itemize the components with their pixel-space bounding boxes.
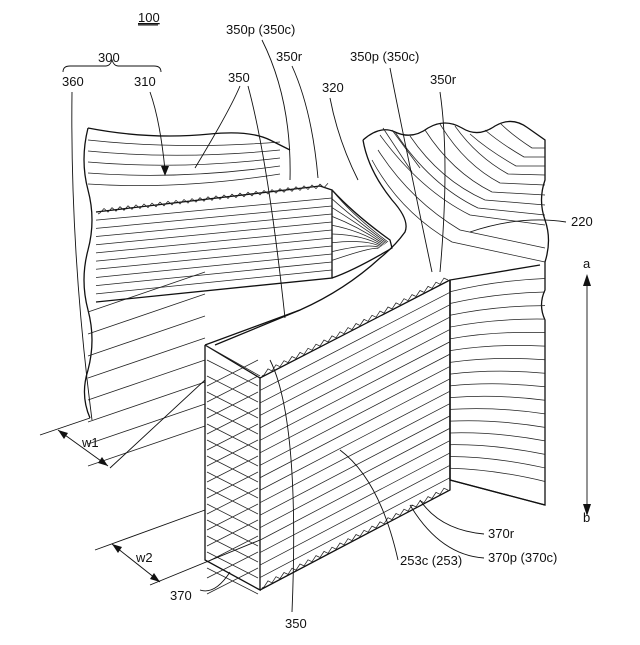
layer-line	[260, 342, 450, 441]
layer-line	[450, 409, 545, 414]
layer-line	[450, 332, 545, 338]
layer-line	[260, 441, 450, 541]
layer-line	[260, 366, 450, 465]
ref-w1: w1	[81, 435, 99, 450]
ref-350r-right: 350r	[430, 72, 457, 87]
layer-line	[450, 306, 545, 316]
ref-350-bottom: 350	[285, 616, 307, 631]
layer-line	[260, 404, 450, 503]
ref-253: 253c (253)	[400, 553, 462, 568]
layer-line	[450, 433, 545, 441]
ref-300: 300	[98, 50, 120, 65]
layer-line	[260, 329, 450, 427]
layer-line	[88, 360, 205, 400]
layer-line	[332, 208, 386, 244]
layer-line	[332, 199, 387, 243]
ref-350-top: 350	[228, 70, 250, 85]
layer-line	[260, 305, 450, 403]
layer-line	[88, 174, 280, 186]
layer-line	[450, 371, 545, 374]
layer-line	[450, 345, 545, 350]
dir-a: a	[583, 256, 591, 271]
layer-line	[450, 445, 545, 455]
layer-line	[260, 354, 450, 453]
layer-line	[450, 384, 545, 387]
layer-line	[450, 468, 545, 481]
layer-line	[88, 272, 205, 312]
layer-line	[260, 292, 450, 390]
direction-arrow	[583, 274, 591, 516]
layer-line	[88, 316, 205, 356]
layer-line	[88, 158, 280, 165]
layer-line	[88, 382, 205, 422]
label-group: 100 300 360 310 350p (350c) 350r 350 320…	[62, 10, 593, 631]
layer-line	[450, 319, 545, 327]
stack-left-block	[96, 183, 332, 302]
layer-line	[260, 317, 450, 415]
layer-line	[88, 404, 205, 444]
ref-350r-left: 350r	[276, 49, 303, 64]
layer-line	[450, 456, 545, 467]
layer-line	[450, 279, 545, 292]
layer-line	[88, 140, 280, 146]
dimension-w1	[40, 380, 205, 468]
sheet-left	[84, 92, 290, 466]
stack-right-side	[450, 279, 545, 505]
ref-320: 320	[322, 80, 344, 95]
layer-line	[260, 379, 450, 478]
layer-line	[260, 428, 450, 527]
ref-370: 370	[170, 588, 192, 603]
sheet-upper-right	[363, 121, 566, 505]
layer-line	[450, 396, 545, 400]
layer-line	[88, 166, 280, 175]
layer-line	[450, 358, 545, 362]
stack-front-block	[205, 278, 450, 594]
layer-line	[450, 292, 545, 303]
ref-220: 220	[571, 214, 593, 229]
leader-lines	[72, 40, 484, 612]
ref-370r: 370r	[488, 526, 515, 541]
layer-line	[88, 294, 205, 334]
layer-line	[450, 421, 545, 428]
ref-350p-right: 350p (350c)	[350, 49, 419, 64]
layer-line	[88, 150, 280, 155]
layer-line	[260, 465, 450, 565]
ref-370p: 370p (370c)	[488, 550, 557, 565]
ref-350p-left: 350p (350c)	[226, 22, 295, 37]
ref-100-text: 100	[138, 10, 160, 25]
layer-line	[88, 426, 205, 466]
layer-line	[88, 338, 205, 378]
edge-line	[205, 345, 260, 376]
ref-310: 310	[134, 74, 156, 89]
ref-w2: w2	[135, 550, 153, 565]
layer-line	[260, 391, 450, 490]
ref-360: 360	[62, 74, 84, 89]
